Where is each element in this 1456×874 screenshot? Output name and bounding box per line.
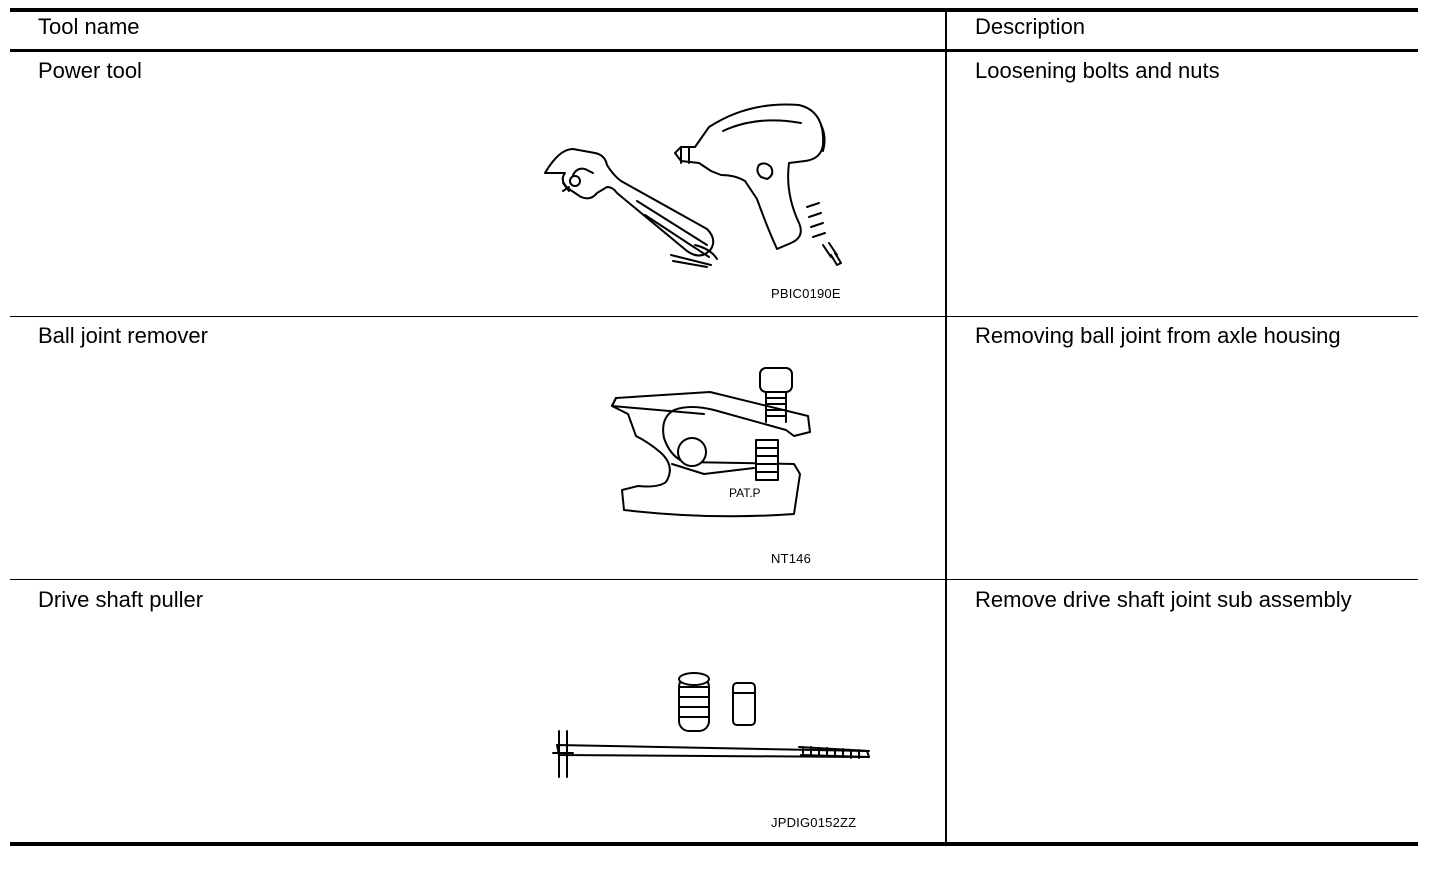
header-tool-name: Tool name [38,14,140,39]
description-cell: Remove drive shaft joint sub assembly [975,587,1352,612]
description-cell: Removing ball joint from axle housing [975,323,1341,348]
ball-joint-remover-illustration [611,367,811,518]
drive-shaft-puller-icon [552,672,870,778]
description-cell: Loosening bolts and nuts [975,58,1220,83]
table-bottom-border [10,842,1418,846]
row-divider [10,316,1418,317]
column-divider [945,8,947,846]
patent-label: PAT.P [729,486,761,500]
header-description: Description [975,14,1086,39]
tool-name-cell: Ball joint remover [38,323,208,348]
figure-code: JPDIG0152ZZ [771,815,857,830]
impact-wrench-icon [674,103,842,266]
header-bottom-border [10,49,1418,52]
ball-joint-remover-icon [611,367,811,518]
drive-shaft-puller-illustration [552,672,870,778]
figure-code: PBIC0190E [771,286,841,301]
table-top-border [10,8,1418,12]
power-tool-illustration [544,103,842,268]
tool-name-cell: Drive shaft puller [38,587,204,612]
figure-code: NT146 [771,551,812,566]
tool-name-cell: Power tool [38,58,142,83]
ratchet-wrench-icon [544,148,718,268]
row-divider [10,579,1418,580]
